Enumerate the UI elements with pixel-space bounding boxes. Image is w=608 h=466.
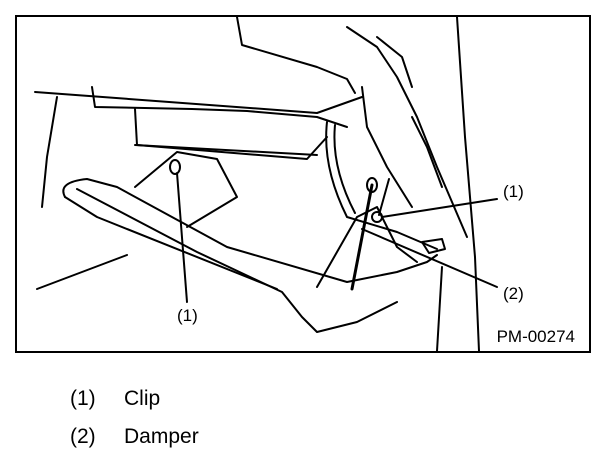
housing-outline-right (346, 26, 468, 238)
door-edge (436, 266, 443, 351)
housing-rib-1 (376, 36, 413, 88)
stay-strap (325, 121, 438, 250)
legend-text: Clip (124, 387, 161, 410)
figure-frame: (1) (1) (2) PM-00274 (15, 15, 591, 353)
damper-rod (350, 183, 374, 291)
damper-mount (421, 238, 446, 254)
damper-leader (361, 228, 498, 288)
upper-housing (91, 86, 348, 128)
lower-dash-line (36, 254, 128, 290)
glove-box-lid-inner (76, 188, 398, 333)
lid-side-wall-right (316, 206, 418, 288)
lid-side-wall-left (134, 151, 238, 228)
damper-rod-tip (378, 178, 390, 216)
figure-id: PM-00274 (496, 327, 575, 346)
glove-box-lid-edge (64, 196, 278, 290)
clip-left-leader (176, 172, 188, 303)
glove-box-illustration (34, 17, 498, 351)
housing-rib-2 (411, 116, 443, 188)
a-pillar (456, 17, 480, 351)
glove-box-rear-wall (134, 108, 328, 160)
clip-right-shape (371, 211, 383, 223)
housing-outline-top (236, 17, 356, 94)
legend-number: (2) (70, 425, 96, 448)
glove-box-lid-outer (62, 178, 438, 283)
legend-item-clip: (1) Clip (70, 388, 160, 409)
callout-damper: (2) (503, 284, 524, 303)
clip-right-leader (381, 198, 498, 218)
legend-text: Damper (124, 425, 199, 448)
legend-item-damper: (2) Damper (70, 426, 199, 447)
stay-strap-inner (333, 124, 356, 214)
clip-left-shape (169, 159, 181, 175)
housing-inner (361, 86, 413, 208)
damper-bracket (366, 177, 378, 193)
glove-box-ledge (134, 144, 318, 156)
legend-number: (1) (70, 387, 96, 410)
left-edge-contour (41, 96, 58, 208)
callout-clip-right: (1) (503, 182, 524, 201)
dash-rim-line (34, 91, 363, 114)
callout-clip-left: (1) (177, 306, 198, 325)
